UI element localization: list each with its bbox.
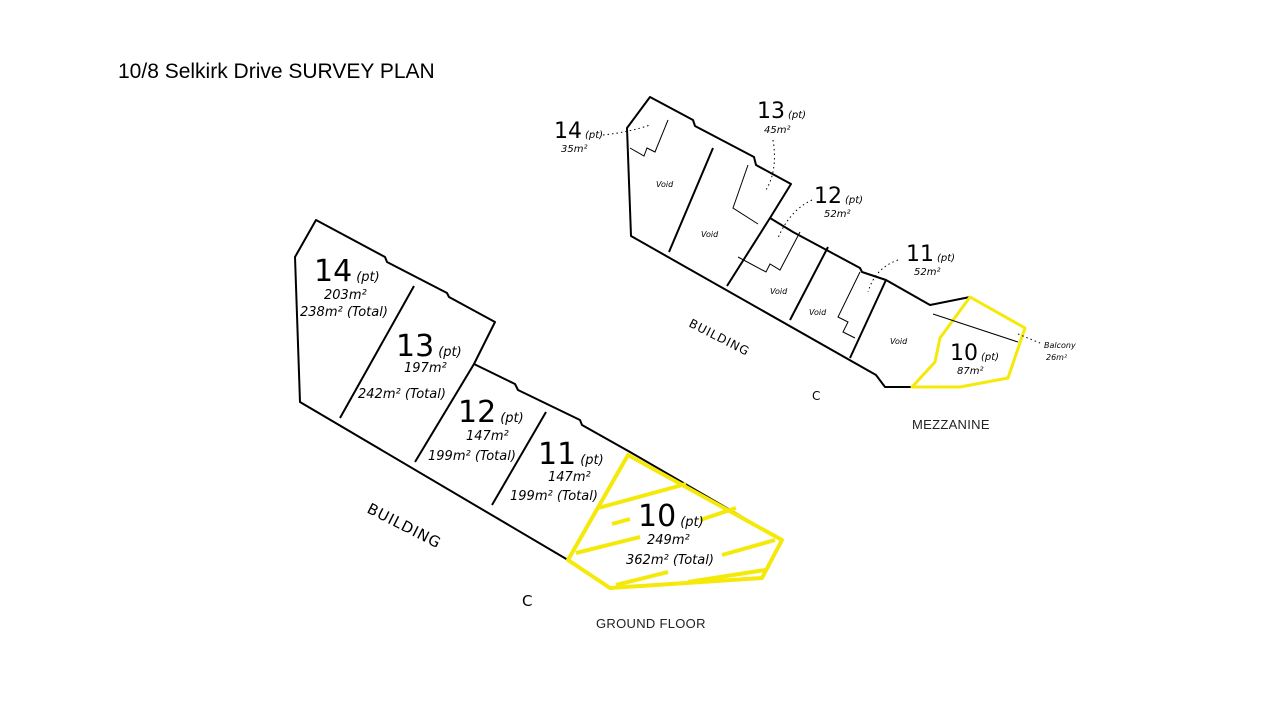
- ground-floor-plan: 14(pt) 203m² 238m² (Total) 13(pt) 197m² …: [294, 219, 784, 610]
- void-label: Void: [701, 230, 719, 239]
- svg-text:197m²: 197m²: [404, 361, 447, 376]
- lot-11-label: 11(pt) 147m² 199m² (Total): [510, 437, 604, 504]
- lot-divider: [491, 411, 547, 506]
- lot-10-mezz-highlight: [910, 295, 1027, 389]
- svg-text:242m² (Total): 242m² (Total): [358, 387, 446, 402]
- mezzanine-plan: Void Void Void Void Void 14(pt) 35m² 13(…: [554, 96, 1076, 403]
- svg-text:199m² (Total): 199m² (Total): [510, 489, 598, 504]
- svg-text:10(pt): 10(pt): [950, 341, 999, 366]
- void-divider: [849, 279, 887, 359]
- mezz-lot-10-label: 10(pt) 87m²: [950, 341, 999, 377]
- mezz-lot-14-label: 14(pt) 35m²: [554, 119, 603, 155]
- void-label: Void: [890, 337, 908, 346]
- leader-11: [867, 259, 899, 293]
- void-label: Void: [770, 287, 788, 296]
- svg-text:147m²: 147m²: [548, 470, 591, 485]
- void-divider: [726, 217, 771, 287]
- svg-text:362m² (Total): 362m² (Total): [626, 553, 714, 568]
- svg-text:52m²: 52m²: [824, 209, 850, 220]
- svg-text:14(pt): 14(pt): [554, 119, 603, 144]
- mezz-lot-12-label: 12(pt) 52m²: [814, 184, 863, 220]
- void-divider: [668, 147, 714, 253]
- svg-text:249m²: 249m²: [647, 533, 690, 548]
- svg-text:Balcony: Balcony: [1044, 341, 1076, 350]
- svg-text:147m²: 147m²: [466, 429, 509, 444]
- lot-12-label: 12(pt) 147m² 199m² (Total): [428, 395, 524, 464]
- lot-14-mezz-outline: [629, 119, 669, 157]
- ground-floor-caption: GROUND FLOOR: [596, 616, 706, 631]
- page-title: 10/8 Selkirk Drive SURVEY PLAN: [118, 60, 435, 83]
- svg-text:11(pt): 11(pt): [538, 437, 604, 472]
- svg-text:203m²: 203m²: [324, 288, 367, 303]
- svg-text:11(pt): 11(pt): [906, 242, 955, 267]
- svg-text:199m² (Total): 199m² (Total): [428, 449, 516, 464]
- svg-text:14(pt): 14(pt): [314, 254, 380, 289]
- void-label: Void: [656, 180, 674, 189]
- building-label: BUILDING: [687, 316, 752, 359]
- lot-11-mezz-outline: [837, 271, 861, 339]
- svg-text:10(pt): 10(pt): [638, 499, 704, 534]
- void-divider: [789, 246, 829, 321]
- c-label: C: [812, 389, 820, 403]
- lot-13-label: 13(pt) 197m² 242m² (Total): [358, 329, 462, 402]
- balcony-line: [932, 313, 1019, 343]
- lot-14-label: 14(pt) 203m² 238m² (Total): [300, 254, 388, 320]
- c-label: C: [522, 592, 532, 610]
- svg-text:26m²: 26m²: [1046, 353, 1068, 362]
- mezzanine-caption: MEZZANINE: [912, 417, 990, 432]
- mezz-lot-13-label: 13(pt) 45m²: [757, 99, 806, 136]
- svg-text:13(pt): 13(pt): [757, 99, 806, 124]
- lot-13-mezz-outline: [732, 164, 759, 225]
- lot-10-label: 10(pt) 249m² 362m² (Total): [626, 499, 714, 568]
- balcony-label: Balcony 26m²: [1044, 341, 1076, 362]
- lot-divider: [339, 285, 415, 419]
- svg-text:45m²: 45m²: [764, 125, 790, 136]
- building-label: BUILDING: [364, 500, 444, 553]
- svg-text:35m²: 35m²: [561, 144, 587, 155]
- svg-text:12(pt): 12(pt): [458, 395, 524, 430]
- mezz-lot-11-label: 11(pt) 52m²: [906, 242, 955, 278]
- svg-text:52m²: 52m²: [914, 267, 940, 278]
- lot-divider: [414, 363, 475, 463]
- svg-text:87m²: 87m²: [957, 366, 983, 377]
- lot-12-mezz-outline: [737, 231, 801, 273]
- svg-text:238m² (Total): 238m² (Total): [300, 305, 388, 320]
- lot-10-highlight: [566, 453, 784, 590]
- lot-10-hatching: [575, 482, 776, 587]
- svg-text:12(pt): 12(pt): [814, 184, 863, 209]
- svg-text:13(pt): 13(pt): [396, 329, 462, 364]
- leader-13: [765, 139, 775, 191]
- void-label: Void: [809, 308, 827, 317]
